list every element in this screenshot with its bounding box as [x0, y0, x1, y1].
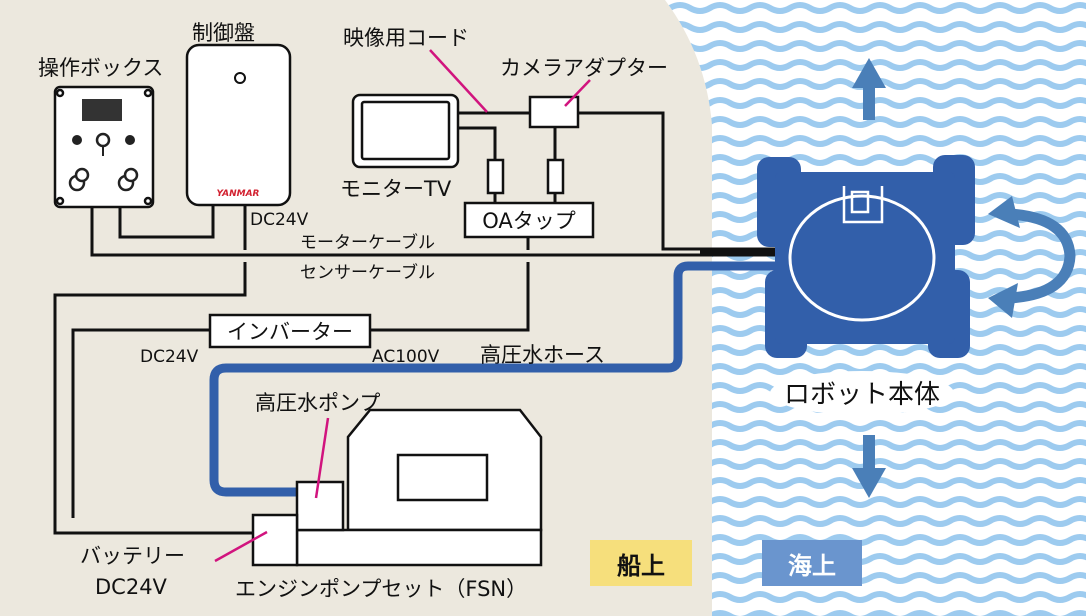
inverter-dc24v-label: DC24V — [140, 347, 199, 367]
robot-label: ロボット本体 — [784, 380, 940, 410]
arrow-up-icon — [852, 58, 886, 88]
leader-line — [214, 530, 268, 563]
key-switch-icon — [95, 132, 111, 148]
onboard-label: 船上 — [617, 552, 665, 580]
monitor-tv — [351, 93, 460, 169]
motor-cable-label: モーターケーブル — [300, 232, 435, 253]
arrow-down-icon — [863, 435, 875, 475]
video-cord-label: 映像用コード — [343, 26, 469, 50]
hose-label: 高圧水ホース — [480, 343, 605, 367]
battery — [251, 513, 299, 567]
plug — [546, 158, 565, 195]
robot-label-bg — [770, 371, 954, 415]
leader-line — [314, 417, 330, 499]
battery-label: バッテリー — [80, 544, 185, 568]
battery-voltage-label: DC24V — [95, 575, 168, 599]
inverter — [208, 313, 372, 349]
onboard-badge — [590, 540, 692, 586]
sea-label: 海上 — [788, 552, 836, 580]
wiring — [53, 111, 775, 535]
pump-label: 高圧水ポンプ — [255, 391, 380, 415]
control-panel-label: 制御盤 — [192, 21, 255, 45]
monitor-tv-label: モニターTV — [340, 177, 452, 201]
arrow-up-icon — [863, 82, 875, 120]
leader-line — [429, 49, 488, 113]
engine-window — [396, 453, 489, 502]
plug — [486, 158, 505, 195]
engine-pump-set-label: エンジンポンプセット（FSN） — [235, 577, 527, 601]
operation-box — [53, 85, 155, 209]
toggle-switch-icon — [68, 167, 139, 192]
control-panel: YANMAR — [185, 43, 292, 207]
display-screen — [82, 99, 122, 121]
direction-arrows — [852, 58, 1076, 498]
sensor-cable-label: センサーケーブル — [300, 262, 435, 283]
operation-box-label: 操作ボックス — [38, 56, 163, 80]
inverter-label: インバーター — [227, 320, 353, 344]
dc24v-label: DC24V — [250, 210, 309, 230]
high-pressure-hose — [209, 261, 778, 497]
camera-icon — [842, 186, 884, 224]
pump — [295, 480, 345, 532]
camera-adapter-label: カメラアダプター — [500, 56, 668, 80]
oa-tap — [463, 201, 595, 239]
leader-line — [564, 79, 591, 107]
brand-logo: YANMAR — [216, 189, 259, 199]
arrow-down-icon — [852, 468, 886, 498]
sea-badge — [762, 540, 862, 586]
ac100v-label: AC100V — [372, 347, 440, 367]
rotate-arrow-icon — [1009, 208, 1076, 304]
robot-body — [757, 155, 975, 358]
engine-pump-set — [251, 408, 543, 567]
oa-tap-label: OAタップ — [482, 209, 576, 233]
